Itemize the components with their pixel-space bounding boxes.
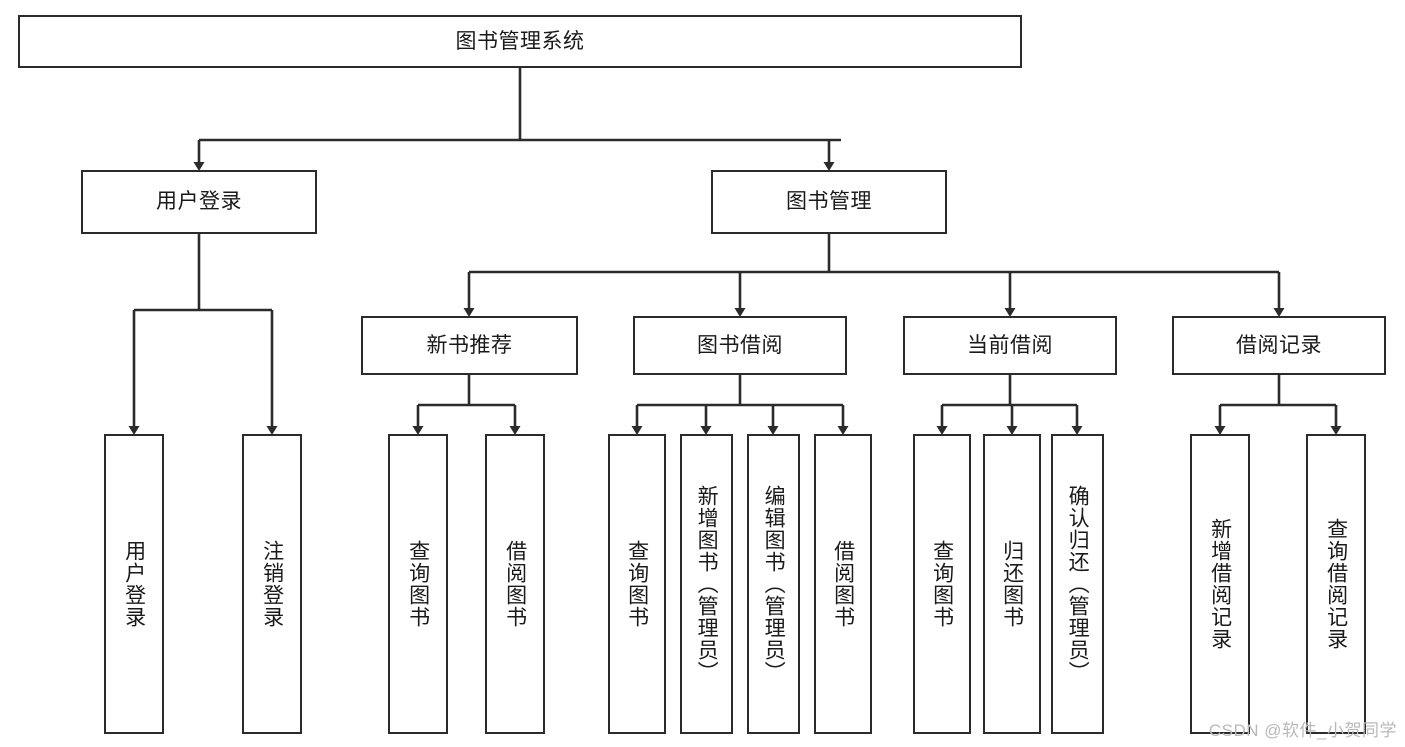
node-new-book-rec-label: 新书推荐 (426, 333, 513, 357)
node-root[interactable]: 图书管理系统 (18, 15, 1022, 68)
node-leaf-br-query-record[interactable]: 查询借阅记录 (1306, 434, 1366, 734)
node-leaf-bb-borrow-book[interactable]: 借阅图书 (814, 434, 872, 734)
node-leaf-cb-query-book-label: 查询图书 (930, 540, 954, 628)
node-leaf-user-login[interactable]: 用户登录 (104, 434, 164, 734)
node-book-borrow[interactable]: 图书借阅 (633, 316, 847, 375)
node-leaf-cb-return-book[interactable]: 归还图书 (983, 434, 1041, 734)
node-user-login[interactable]: 用户登录 (81, 170, 317, 234)
node-leaf-nbr-query-book-label: 查询图书 (406, 540, 430, 628)
node-borrow-record-label: 借阅记录 (1236, 333, 1322, 357)
node-leaf-cb-query-book[interactable]: 查询图书 (913, 434, 971, 734)
node-leaf-nbr-borrow-book[interactable]: 借阅图书 (485, 434, 545, 734)
node-leaf-br-add-record[interactable]: 新增借阅记录 (1190, 434, 1250, 734)
node-leaf-user-logout-label: 注销登录 (260, 540, 284, 628)
node-leaf-bb-query-book[interactable]: 查询图书 (608, 434, 666, 734)
node-leaf-bb-add-book-label: 新增图书（管理员） (695, 485, 719, 683)
node-leaf-cb-confirm-return-label: 确认归还（管理员） (1066, 485, 1090, 683)
node-leaf-nbr-borrow-book-label: 借阅图书 (503, 540, 527, 628)
node-current-borrow-label: 当前借阅 (967, 333, 1053, 357)
node-leaf-nbr-query-book[interactable]: 查询图书 (388, 434, 448, 734)
node-new-book-rec[interactable]: 新书推荐 (361, 316, 578, 375)
node-root-label: 图书管理系统 (455, 29, 585, 53)
node-book-manage[interactable]: 图书管理 (711, 170, 947, 234)
node-leaf-bb-query-book-label: 查询图书 (625, 540, 649, 628)
node-leaf-cb-return-book-label: 归还图书 (1000, 540, 1024, 628)
node-leaf-bb-borrow-book-label: 借阅图书 (831, 540, 855, 628)
node-leaf-user-login-label: 用户登录 (122, 540, 146, 628)
node-user-login-label: 用户登录 (156, 190, 242, 214)
node-leaf-br-add-record-label: 新增借阅记录 (1208, 518, 1232, 650)
node-leaf-bb-edit-book[interactable]: 编辑图书（管理员） (747, 434, 800, 734)
watermark-text: CSDN @软件_小贺同学 (1208, 721, 1397, 740)
node-leaf-br-query-record-label: 查询借阅记录 (1324, 518, 1348, 650)
node-book-manage-label: 图书管理 (786, 190, 872, 214)
node-book-borrow-label: 图书借阅 (697, 333, 783, 357)
node-leaf-cb-confirm-return[interactable]: 确认归还（管理员） (1051, 434, 1104, 734)
node-leaf-user-logout[interactable]: 注销登录 (242, 434, 302, 734)
node-borrow-record[interactable]: 借阅记录 (1172, 316, 1386, 375)
node-leaf-bb-edit-book-label: 编辑图书（管理员） (762, 485, 786, 683)
node-leaf-bb-add-book[interactable]: 新增图书（管理员） (680, 434, 733, 734)
node-current-borrow[interactable]: 当前借阅 (903, 316, 1117, 375)
